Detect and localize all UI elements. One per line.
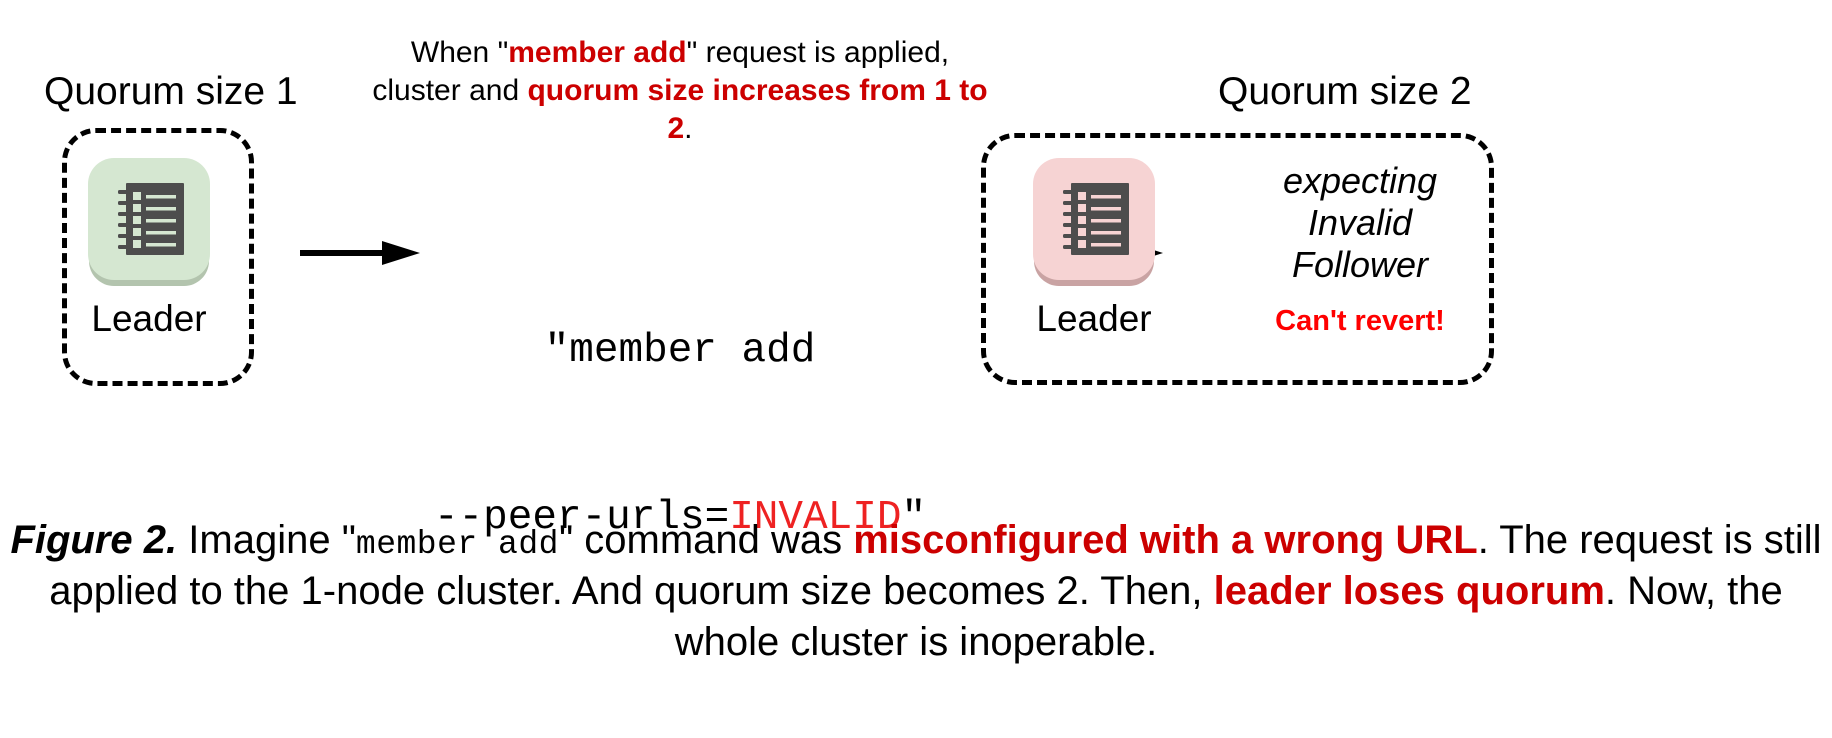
right-node: Leader [1033, 158, 1155, 337]
figure-label: Figure 2. [10, 518, 178, 562]
arrow-right-icon [300, 236, 420, 275]
caption-text-1: Imagine " [177, 518, 356, 562]
caption-highlight-1: misconfigured with a wrong URL [853, 518, 1478, 562]
right-node-status: expecting Invalid Follower Can't revert! [1240, 160, 1480, 338]
annotation-highlight-2: quorum size increases from 1 to 2 [527, 73, 988, 145]
right-node-label: Leader [1036, 298, 1152, 339]
cant-revert-warning: Can't revert! [1275, 305, 1445, 338]
figure-caption: Figure 2. Imagine "member add" command w… [0, 515, 1832, 669]
right-cluster-boundary [981, 133, 1494, 385]
left-node: Leader [88, 158, 210, 337]
left-node-label: Leader [91, 298, 207, 339]
caption-highlight-2: leader loses quorum [1213, 569, 1605, 614]
caption-text-2: " command was [558, 518, 854, 562]
annotation-text: When "member add" request is applied, cl… [370, 34, 990, 147]
server-icon-tile-green [88, 158, 210, 280]
command-invalid-value: INVALID [729, 494, 902, 541]
annotation-part-3: . [684, 111, 693, 145]
caption-text-4: . Now, the whole cluster is inoperable. [674, 569, 1783, 665]
status-line-3: Follower [1291, 243, 1429, 285]
left-cluster-heading: Quorum size 1 [44, 70, 298, 113]
right-cluster-heading: Quorum size 2 [1218, 70, 1472, 113]
status-line-2: Invalid [1307, 201, 1413, 243]
caption-mono-command: member add [355, 526, 559, 563]
command-flag: --peer-urls= [433, 494, 730, 541]
left-cluster-boundary [62, 128, 254, 386]
command-quote-close: " [901, 494, 927, 541]
server-icon-2 [1055, 181, 1133, 257]
command-text: "member add --peer-urls=INVALID" [390, 212, 970, 658]
server-icon [110, 181, 188, 257]
annotation-highlight-1: member add [508, 36, 687, 69]
caption-text-3: . The request is still applied to the 1-… [49, 518, 1822, 614]
annotation-part-2: " request is applied, cluster and [372, 36, 950, 107]
status-line-1: expecting [1282, 160, 1438, 201]
annotation-part-1: When " [410, 36, 509, 69]
command-line-2: --peer-urls=INVALID" [390, 491, 970, 547]
command-line-1: "member add [544, 327, 816, 374]
server-icon-tile-pink [1033, 158, 1155, 280]
